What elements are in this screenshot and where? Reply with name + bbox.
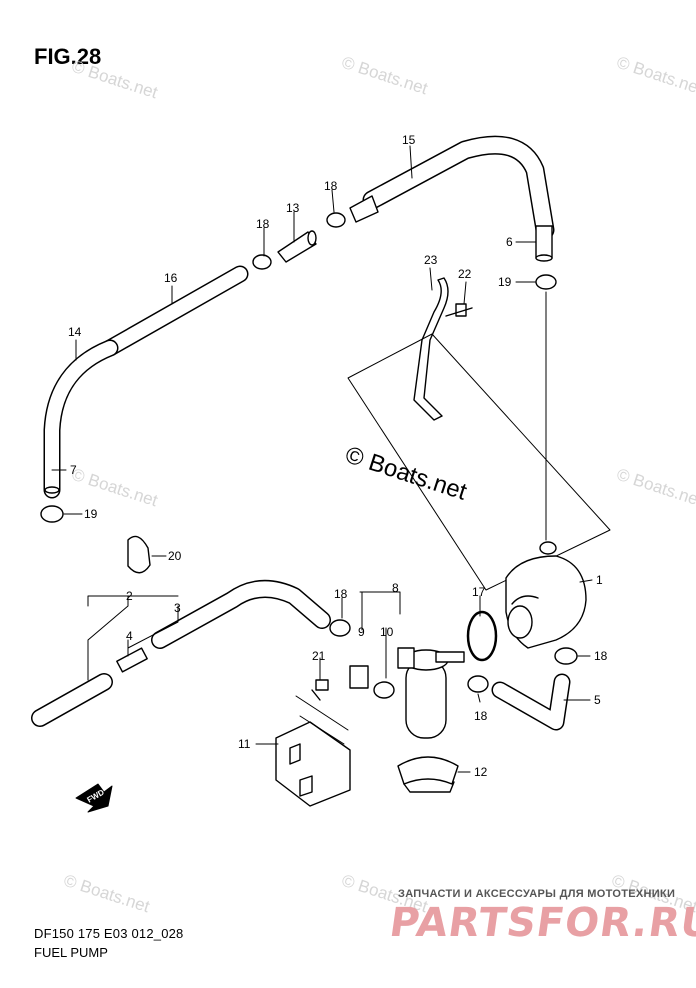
fwd-arrow: FWD: [75, 783, 113, 813]
bracket-part-23: [413, 277, 449, 421]
clamp-part-18a: [252, 212, 346, 270]
callout-21: 21: [312, 649, 326, 663]
callout-2: 2: [126, 589, 133, 603]
hose-part-5: [491, 673, 571, 731]
hose-part-15: [349, 135, 555, 262]
callout-6: 6: [506, 235, 513, 249]
joint-part-13: [277, 230, 317, 263]
callout-7: 7: [70, 463, 77, 477]
clamp-part-18c: [467, 675, 489, 693]
model-code: DF150 175 E03 012_028: [34, 926, 184, 941]
callout-3: 3: [174, 601, 181, 615]
callout-4: 4: [126, 629, 133, 643]
leader-lines: [51, 145, 593, 773]
callout-17: 17: [472, 585, 486, 599]
callout-16: 16: [164, 271, 178, 285]
callout-18: 18: [334, 587, 348, 601]
bolt-part-22: [445, 303, 473, 317]
leader-frame: [347, 333, 611, 591]
mount-bracket-part-11: [275, 721, 351, 807]
callout-23: 23: [424, 253, 438, 267]
callout-18: 18: [256, 217, 270, 231]
fuel-filter-part-8: [397, 647, 465, 739]
clamp-part-18d: [329, 619, 351, 637]
callout-18: 18: [594, 649, 608, 663]
callout-19: 19: [84, 507, 98, 521]
clip-part-20: [127, 535, 151, 574]
callout-14: 14: [68, 325, 82, 339]
figure-title: FIG.28: [34, 44, 102, 69]
fuel-pump-part-1: [505, 541, 587, 649]
callout-19: 19: [498, 275, 512, 289]
callout-8: 8: [392, 581, 399, 595]
clamp-part-19b: [535, 274, 557, 290]
part-9: [349, 665, 369, 689]
callout-22: 22: [458, 267, 472, 281]
brand-tagline: ЗАПЧАСТИ И АКСЕССУАРЫ ДЛЯ МОТОТЕХНИКИ: [398, 888, 676, 900]
callout-18: 18: [324, 179, 338, 193]
filter-bracket-part-12: [397, 756, 459, 793]
bolt-part-21: [311, 679, 329, 701]
callout-9: 9: [358, 625, 365, 639]
callout-20: 20: [168, 549, 182, 563]
clamp-part-10: [373, 681, 395, 699]
callout-18: 18: [474, 709, 488, 723]
hose-part-2-3-4: [31, 579, 331, 727]
callout-12: 12: [474, 765, 488, 779]
clamp-part-19a: [40, 505, 64, 523]
hose-part-16-14: [43, 265, 249, 499]
callout-13: 13: [286, 201, 300, 215]
figure-subtitle: FUEL PUMP: [34, 945, 108, 960]
clamp-part-18b: [554, 647, 578, 665]
callout-10: 10: [380, 625, 394, 639]
brand-logo: PARTSFOR.RU: [386, 900, 696, 946]
callout-1: 1: [596, 573, 603, 587]
callout-5: 5: [594, 693, 601, 707]
callout-15: 15: [402, 133, 416, 147]
oring-part-17: [466, 610, 498, 662]
callout-11: 11: [238, 737, 251, 751]
callout-labels: 1 2 3 4 5 6 7 8 9 10 11 12 13 14 15 16 1…: [68, 133, 608, 779]
